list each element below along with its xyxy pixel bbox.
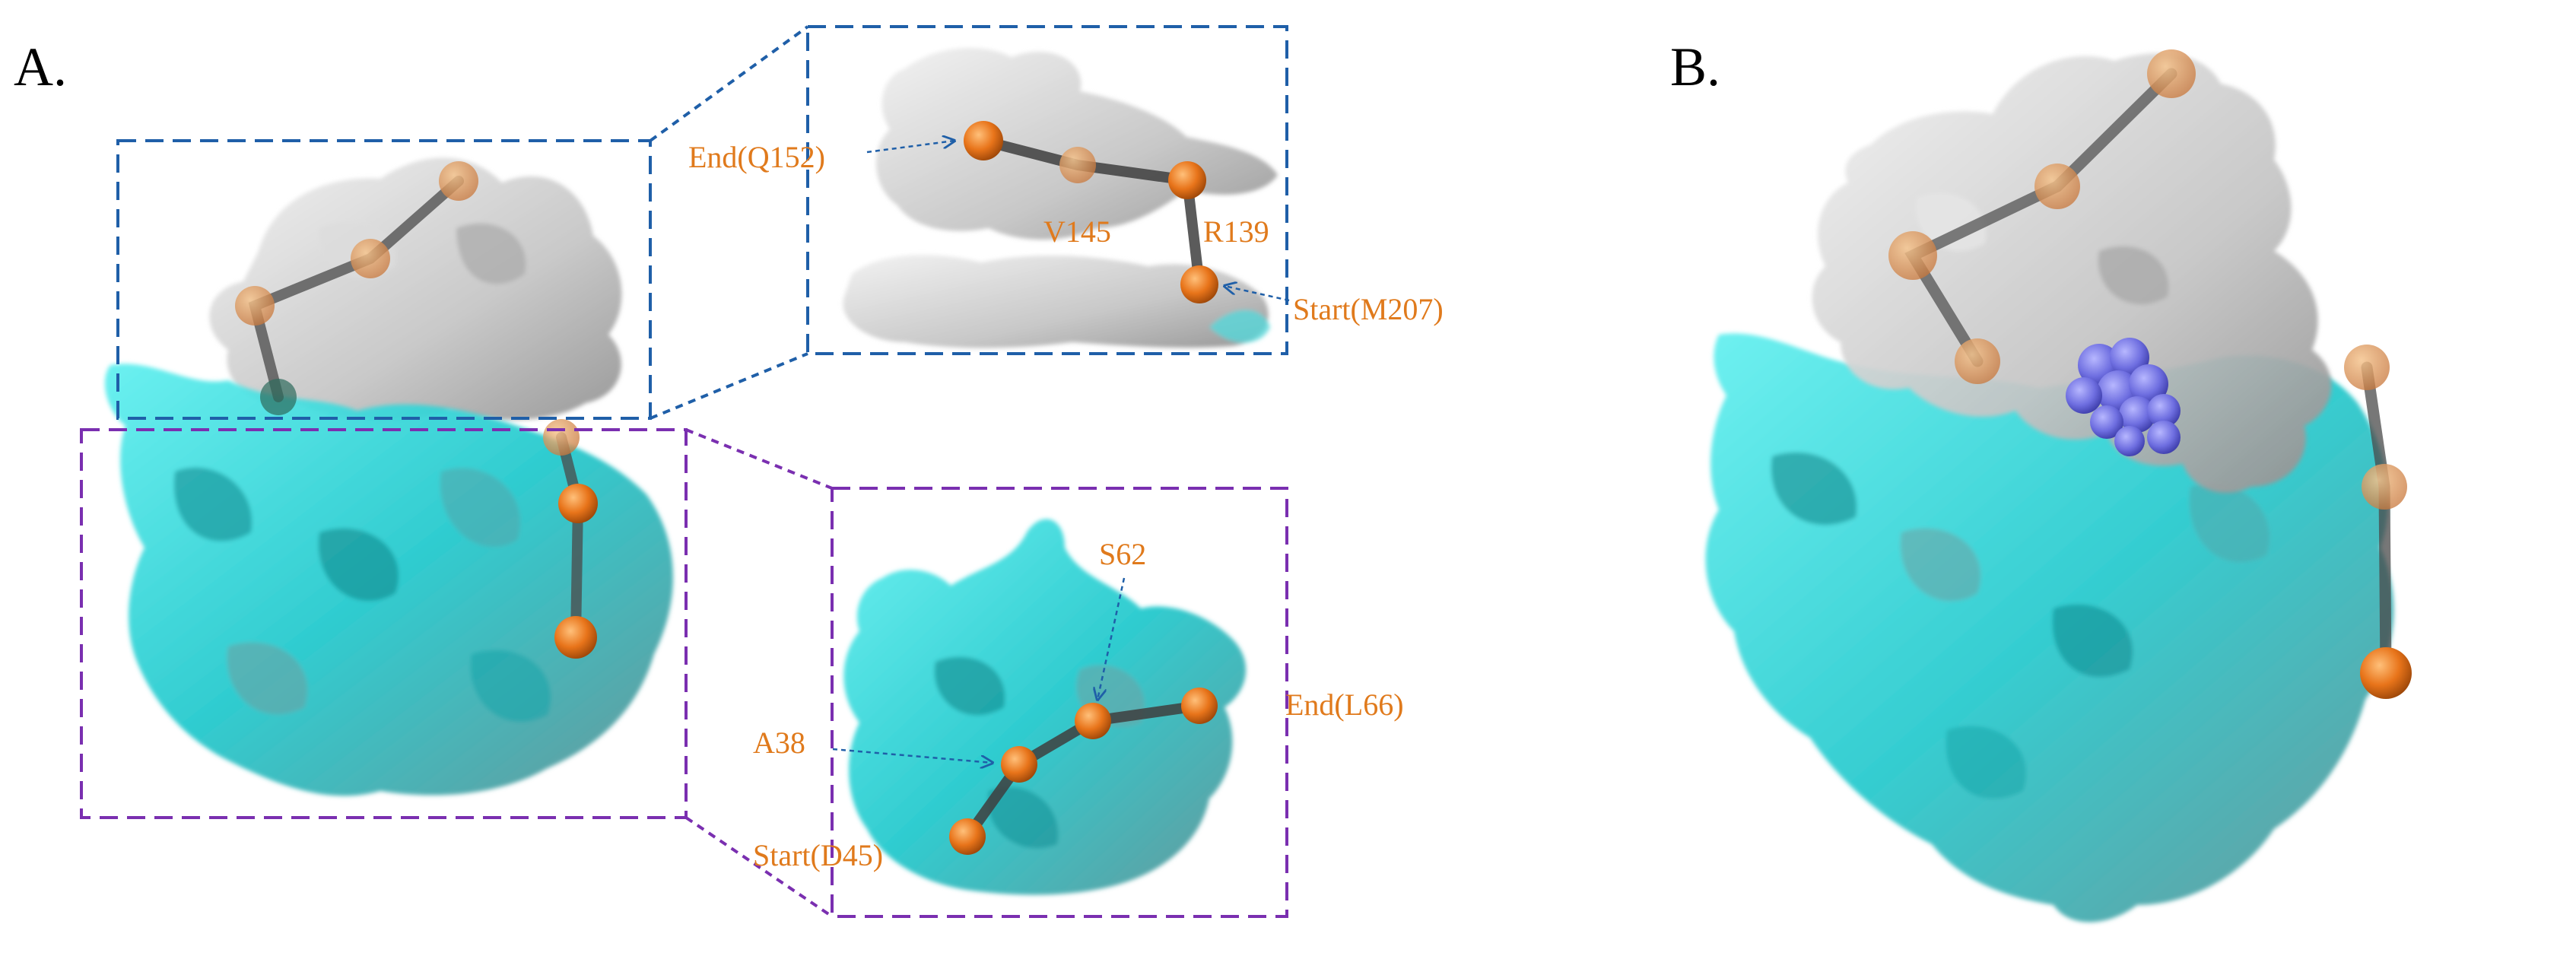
protein-a-cyan-lobe — [104, 364, 674, 796]
residue-ball — [2147, 49, 2196, 98]
panel-letter-a: A. — [14, 37, 67, 97]
panel-letter-b: B. — [1670, 37, 1720, 97]
residue-d45 — [949, 818, 986, 855]
residue-ball — [558, 484, 598, 523]
label-v145: V145 — [1043, 214, 1111, 249]
residue-ball — [2034, 164, 2080, 209]
residue-ball — [1955, 338, 2000, 384]
ligand-cluster — [2066, 338, 2181, 456]
residue-r139 — [1168, 161, 1206, 199]
residue-ball — [2344, 345, 2390, 390]
residue-s62 — [1075, 703, 1111, 739]
residue-ball — [235, 286, 275, 326]
residue-l66 — [1181, 688, 1218, 724]
protein-b-gray-lobe — [1812, 53, 2332, 494]
residue-ball — [2362, 464, 2407, 510]
inset-bottom-frame — [831, 487, 1288, 918]
residue-ball — [554, 616, 597, 659]
inset-top-gray-surface — [843, 48, 1278, 348]
zoom-box-bottom — [80, 428, 834, 918]
residue-chain-bottom-inset — [949, 688, 1218, 855]
label-start-d45: Start(D45) — [753, 838, 883, 872]
residue-chain-a — [235, 161, 598, 659]
inset-top-annotations: End(Q152) V145 R139 Start(M207) — [688, 140, 1444, 326]
residue-q152 — [964, 121, 1003, 160]
label-start-m207: Start(M207) — [1293, 292, 1444, 326]
residue-ball — [260, 379, 297, 415]
label-end-l66: End(L66) — [1285, 688, 1404, 722]
residue-chain-top-inset — [964, 121, 1218, 303]
residue-link-a — [248, 176, 464, 402]
residue-ball — [1888, 231, 1937, 280]
label-r139: R139 — [1203, 214, 1269, 249]
residue-chain-b — [1888, 49, 2412, 699]
residue-ball — [2360, 647, 2412, 699]
inset-bottom-annotations: S62 End(L66) A38 Start(D45) — [753, 537, 1404, 872]
residue-ball — [351, 239, 390, 278]
label-end-q152: End(Q152) — [688, 140, 825, 174]
residue-ball — [439, 161, 478, 201]
residue-ball — [543, 419, 580, 456]
residue-m207 — [1180, 265, 1218, 303]
label-s62: S62 — [1099, 537, 1146, 571]
zoom-box-top — [116, 25, 809, 420]
residue-a38 — [1001, 746, 1037, 783]
label-a38: A38 — [753, 726, 805, 760]
residue-v145 — [1059, 147, 1096, 183]
inset-top-frame — [806, 25, 1288, 355]
